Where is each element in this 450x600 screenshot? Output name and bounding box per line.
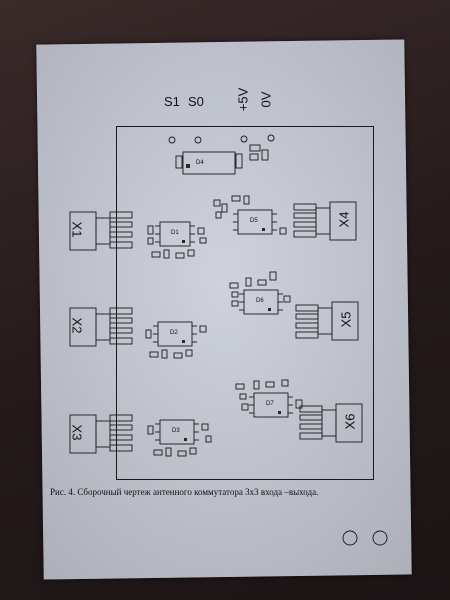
- chip-label-d7: D7: [266, 401, 274, 407]
- connector-label-x1: X1: [69, 221, 85, 238]
- margin-hole-2: [372, 530, 388, 546]
- pcb-outline: [116, 126, 374, 480]
- connector-x4: [293, 201, 357, 241]
- pad-0v: [267, 134, 275, 142]
- margin-hole-1: [342, 530, 358, 546]
- connector-x1: [69, 211, 133, 251]
- chip-label-d5: D5: [250, 218, 258, 224]
- chip-label-d6: D6: [256, 298, 264, 304]
- chip-label-d1: D1: [171, 230, 179, 236]
- label-s0: S0: [188, 94, 204, 109]
- chip-label-d2: D2: [170, 330, 178, 336]
- pad-5v: [240, 135, 248, 143]
- pad-s0: [194, 136, 202, 144]
- connector-x6: [299, 403, 363, 443]
- connector-label-x3: X3: [69, 424, 85, 441]
- connector-label-x2: X2: [69, 317, 85, 334]
- connector-label-x5: X5: [338, 311, 354, 328]
- connector-x5: [295, 301, 359, 341]
- connector-label-x4: X4: [336, 211, 352, 228]
- connector-x3: [69, 414, 133, 454]
- label-s1: S1: [164, 94, 180, 109]
- connector-x2: [69, 307, 133, 347]
- chip-label-d3: D3: [172, 428, 180, 434]
- connector-label-x6: X6: [342, 413, 358, 430]
- chip-label-d4: D4: [196, 160, 204, 166]
- pad-s1: [168, 136, 176, 144]
- chip-d4-body: [182, 151, 236, 175]
- figure-caption: Рис. 4. Сборочный чертеж антенного комму…: [50, 487, 319, 497]
